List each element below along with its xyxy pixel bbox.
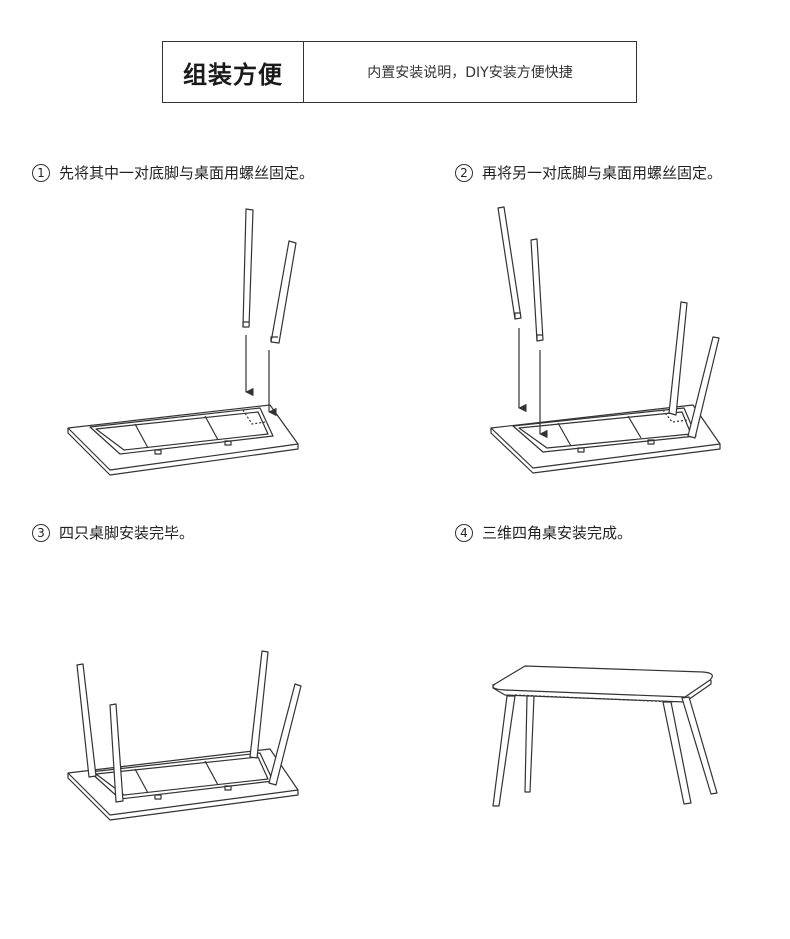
step-4-illustration [485,660,725,820]
step-1-text: 先将其中一对底脚与桌面用螺丝固定。 [59,164,315,182]
step-3-caption: 3 四只桌脚安装完毕。 [32,522,194,543]
step-4-number: 4 [455,523,473,542]
header-title: 组装方便 [163,42,304,102]
step-3-text: 四只桌脚安装完毕。 [59,524,195,542]
step-4-caption: 4 三维四角桌安装完成。 [455,522,632,543]
step-4-text: 三维四角桌安装完成。 [482,524,633,542]
step-2-illustration [488,200,733,480]
step-1-illustration [60,200,310,480]
step-2-caption: 2 再将另一对底脚与桌面用螺丝固定。 [455,162,722,183]
step-3-illustration [60,645,310,830]
header-subtitle: 内置安装说明，DIY安装方便快捷 [367,65,573,81]
step-1-number: 1 [32,163,50,182]
step-1-caption: 1 先将其中一对底脚与桌面用螺丝固定。 [32,162,314,183]
step-3-number: 3 [32,523,50,542]
header-box: 组装方便 内置安装说明，DIY安装方便快捷 [162,41,637,103]
step-2-text: 再将另一对底脚与桌面用螺丝固定。 [482,164,723,182]
step-2-number: 2 [455,163,473,182]
